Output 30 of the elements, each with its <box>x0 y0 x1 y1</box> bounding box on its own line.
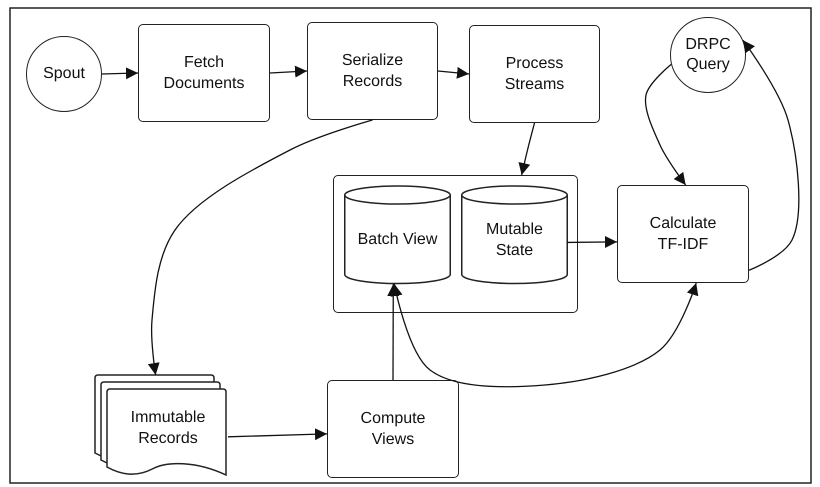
database-cylinder <box>461 186 568 285</box>
database-cylinder <box>344 186 451 285</box>
node-label: Calculate TF-IDF <box>648 214 718 255</box>
arrow <box>518 122 536 176</box>
node-label: Serialize Records <box>340 51 404 92</box>
arrow <box>387 284 400 380</box>
node-label: Batch View <box>358 230 438 250</box>
arrow <box>102 67 138 80</box>
arrow <box>228 428 328 440</box>
node-label: Mutable State <box>485 220 544 260</box>
arrow <box>438 66 470 79</box>
document-stack <box>94 375 228 478</box>
node-label: Immutable Records <box>130 408 206 448</box>
node-label: Compute Views <box>360 409 426 450</box>
arrow <box>644 64 686 186</box>
arrow <box>390 282 698 388</box>
process-box <box>617 185 749 283</box>
process-box <box>307 22 438 120</box>
process-box <box>469 25 600 123</box>
node-label: Fetch Documents <box>162 53 246 94</box>
node-label: DRPC Query <box>684 35 732 75</box>
group-container <box>333 175 578 313</box>
process-box <box>327 380 459 478</box>
node-label: Process Streams <box>504 54 566 95</box>
arrow <box>148 119 373 376</box>
node-label: Spout <box>43 64 85 84</box>
arrow <box>742 40 800 271</box>
arrow <box>270 66 308 78</box>
process-box <box>138 24 270 122</box>
arrow <box>567 236 617 248</box>
